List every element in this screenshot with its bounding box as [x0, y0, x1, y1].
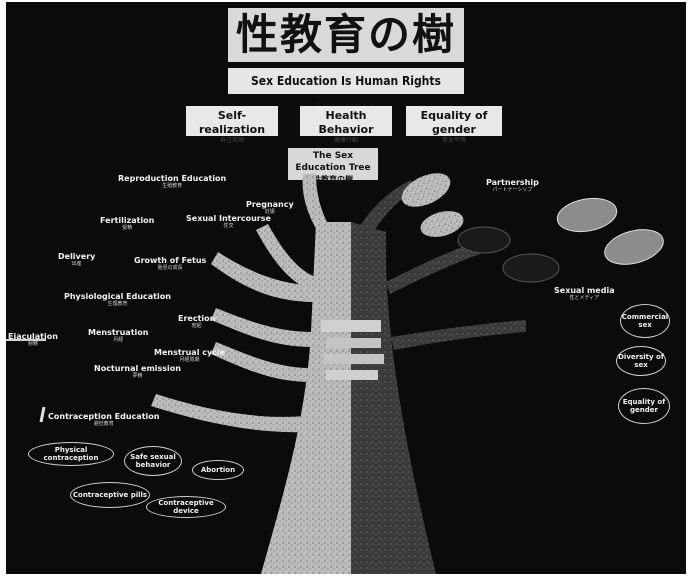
branch-left-1 — [211, 252, 316, 302]
trunk-left — [261, 222, 351, 574]
bubble-contraceptive-pills: Contraceptive pills — [70, 482, 150, 508]
label-partnership: Partnership パートナーシップ — [486, 178, 539, 193]
bubble-text: Abortion — [200, 466, 236, 474]
trunk-textblock-2 — [326, 338, 381, 348]
bubble-contraceptive-device: Contraceptive device — [146, 496, 226, 518]
label-physiological-education: Physiological Education 生理教育 — [64, 292, 171, 307]
label-text: Ejaculation — [8, 332, 58, 341]
branch-right-3 — [391, 320, 526, 350]
branch-left-2 — [256, 224, 316, 292]
bubble-text: Contraceptive device — [158, 499, 214, 515]
trunk-textblock-1 — [321, 320, 381, 332]
bubble-text: Physical contraception — [43, 446, 99, 462]
label-contraception-education: Contraception Education 避妊教育 — [48, 412, 159, 427]
label-sexual-media: Sexual media 性とメディア — [554, 286, 615, 301]
branch-left-6 — [302, 174, 330, 232]
label-sub: 出産 — [71, 261, 82, 267]
bubble-diversity-of-sex: Diversity of sex — [616, 346, 666, 376]
pillar-sub: 男女平等 — [441, 137, 466, 144]
poster-title: 性教育の樹 — [228, 8, 464, 62]
label-text: Reproduction Education — [118, 174, 227, 183]
label-sub: 勃起 — [191, 323, 202, 329]
label-delivery: Delivery 出産 — [58, 252, 95, 267]
label-sub: パートナーシップ — [492, 187, 533, 193]
bubble-text: Diversity of sex — [618, 353, 664, 369]
label-text: Sexual Intercourse — [186, 214, 271, 223]
label-text: Menstruation — [88, 328, 149, 337]
bubble-text: Equality of gender — [622, 398, 666, 414]
label-sub: 避妊教育 — [93, 421, 114, 427]
bubble-commercial-sex: Commercial sex — [620, 304, 670, 338]
pillar-label: Health Behavior — [318, 109, 374, 136]
pillar-label: Self-realization — [198, 109, 266, 136]
label-sub: 受精 — [122, 225, 133, 231]
label-sexual-intercourse: Sexual Intercourse 性交 — [186, 214, 271, 229]
branch-left-4 — [211, 342, 310, 382]
pillar-sub: 自己実現 — [219, 137, 244, 144]
label-sub: 生理教育 — [107, 301, 128, 307]
branch-left-5 — [151, 394, 306, 433]
label-reproduction-education: Reproduction Education 生殖教育 — [118, 174, 226, 189]
leaf-5 — [457, 226, 511, 254]
leaf-2 — [420, 211, 464, 237]
leaf-1 — [401, 173, 451, 207]
label-text: Contraception Education — [48, 412, 160, 421]
bubble-physical-contraception: Physical contraception — [28, 442, 114, 466]
bubble-text: Commercial sex — [621, 313, 669, 329]
label-sub: 夢精 — [132, 373, 143, 379]
label-menstruation: Menstruation 月経 — [88, 328, 148, 343]
label-sub: 射精 — [27, 341, 38, 347]
label-fertilization: Fertilization 受精 — [100, 216, 154, 231]
bubble-text: Safe sexual behavior — [130, 453, 176, 469]
poster: 性教育の樹 Sex Education Is Human Rights Educ… — [6, 2, 686, 574]
leaf-4 — [604, 229, 664, 265]
label-text: Menstrual cycle — [154, 348, 226, 357]
label-erection: Erection 勃起 — [178, 314, 215, 329]
label-text: Fertilization — [100, 216, 155, 225]
pillar-sub: 健康行動 — [333, 137, 358, 144]
label-text: Physiological Education — [64, 292, 171, 301]
pillar-self-realization: Self-realization 自己実現 — [186, 106, 278, 144]
label-sub: 妊娠 — [264, 209, 275, 215]
leaf-3 — [556, 197, 618, 233]
pillar-health-behavior: Health Behavior 健康行動 — [300, 106, 392, 144]
label-sub: 月経周期 — [179, 357, 200, 363]
label-sub: 生殖教育 — [162, 183, 183, 189]
label-text: Sexual media — [554, 286, 615, 295]
label-nocturnal-emission: Nocturnal emission 夢精 — [94, 364, 181, 379]
label-sub: 性とメディア — [569, 295, 600, 301]
label-text: Delivery — [58, 252, 96, 261]
label-growth-of-fetus: Growth of Fetus 胎児の成長 — [134, 256, 206, 271]
leaf-6 — [502, 253, 560, 283]
label-pregnancy: Pregnancy 妊娠 — [246, 200, 294, 215]
pillar-label: Equality of gender — [420, 109, 488, 136]
branch-left-3 — [211, 308, 312, 347]
tree-title-sub: 性教育の樹 — [313, 175, 353, 184]
trunk-textblock-3 — [324, 354, 384, 364]
trunk-textblock-4 — [326, 370, 378, 380]
bubble-abortion: Abortion — [192, 460, 244, 480]
label-text: Partnership — [486, 178, 539, 187]
trunk-right — [351, 222, 436, 574]
tree-title-label: The Sex Education Tree — [295, 151, 371, 173]
bubble-text: Contraceptive pills — [72, 491, 148, 499]
bubble-equality-of-gender: Equality of gender — [618, 388, 670, 424]
label-sub: 胎児の成長 — [157, 265, 183, 271]
branch-right-2 — [386, 242, 480, 294]
label-text: Pregnancy — [246, 200, 294, 209]
label-text: Nocturnal emission — [94, 364, 181, 373]
branch-right-1 — [351, 180, 416, 248]
tree-illustration — [6, 173, 664, 574]
label-ejaculation: Ejaculation 射精 — [8, 332, 58, 347]
bubble-safe-sexual-behavior: Safe sexual behavior — [124, 446, 182, 476]
label-text: Erection — [178, 314, 216, 323]
label-sub: 性交 — [223, 223, 234, 229]
label-sub: 月経 — [113, 337, 124, 343]
label-text: Growth of Fetus — [134, 256, 207, 265]
label-menstrual-cycle: Menstrual cycle 月経周期 — [154, 348, 225, 363]
contraception-marker — [39, 406, 46, 423]
poster-subtitle: Sex Education Is Human Rights Education — [228, 68, 464, 114]
pillar-equality-of-gender: Equality of gender 男女平等 — [406, 106, 502, 144]
